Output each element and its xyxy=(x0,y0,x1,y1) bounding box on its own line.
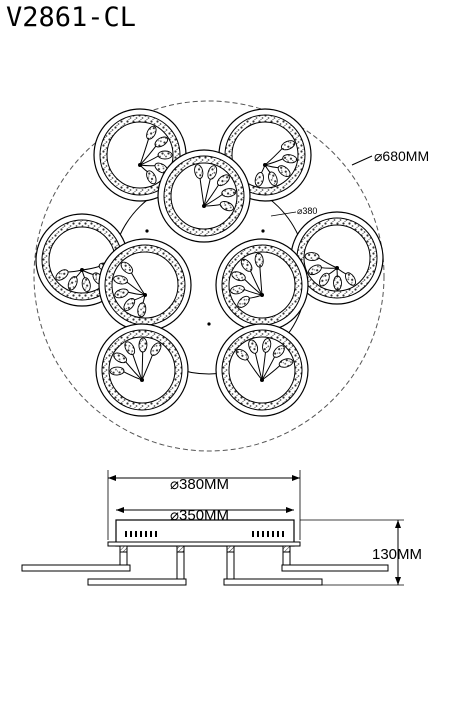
lamp-disc xyxy=(93,108,187,202)
outer-envelope-circle xyxy=(33,100,385,452)
label-plate-diameter: ⌀380 xyxy=(297,206,317,216)
label-width-380: ⌀380MM xyxy=(170,476,229,493)
label-height: 130MM xyxy=(372,546,422,563)
lamp-stems xyxy=(119,545,291,582)
lamp-disc xyxy=(95,323,189,417)
lamp-discs-side xyxy=(21,564,389,586)
leader-380-plate xyxy=(270,211,297,217)
model-title: V2861-CL xyxy=(6,2,137,33)
label-outer-diameter: ⌀680MM xyxy=(374,148,429,164)
canopy-vents-left xyxy=(125,531,157,537)
lamp-disc xyxy=(215,323,309,417)
lamp-disc xyxy=(35,213,129,307)
lamp-disc xyxy=(98,238,192,332)
lamp-disc xyxy=(215,238,309,332)
lamp-disc xyxy=(290,211,384,305)
canopy-vents-right xyxy=(252,531,284,537)
leader-680 xyxy=(351,155,373,166)
lamp-disc xyxy=(157,149,251,243)
